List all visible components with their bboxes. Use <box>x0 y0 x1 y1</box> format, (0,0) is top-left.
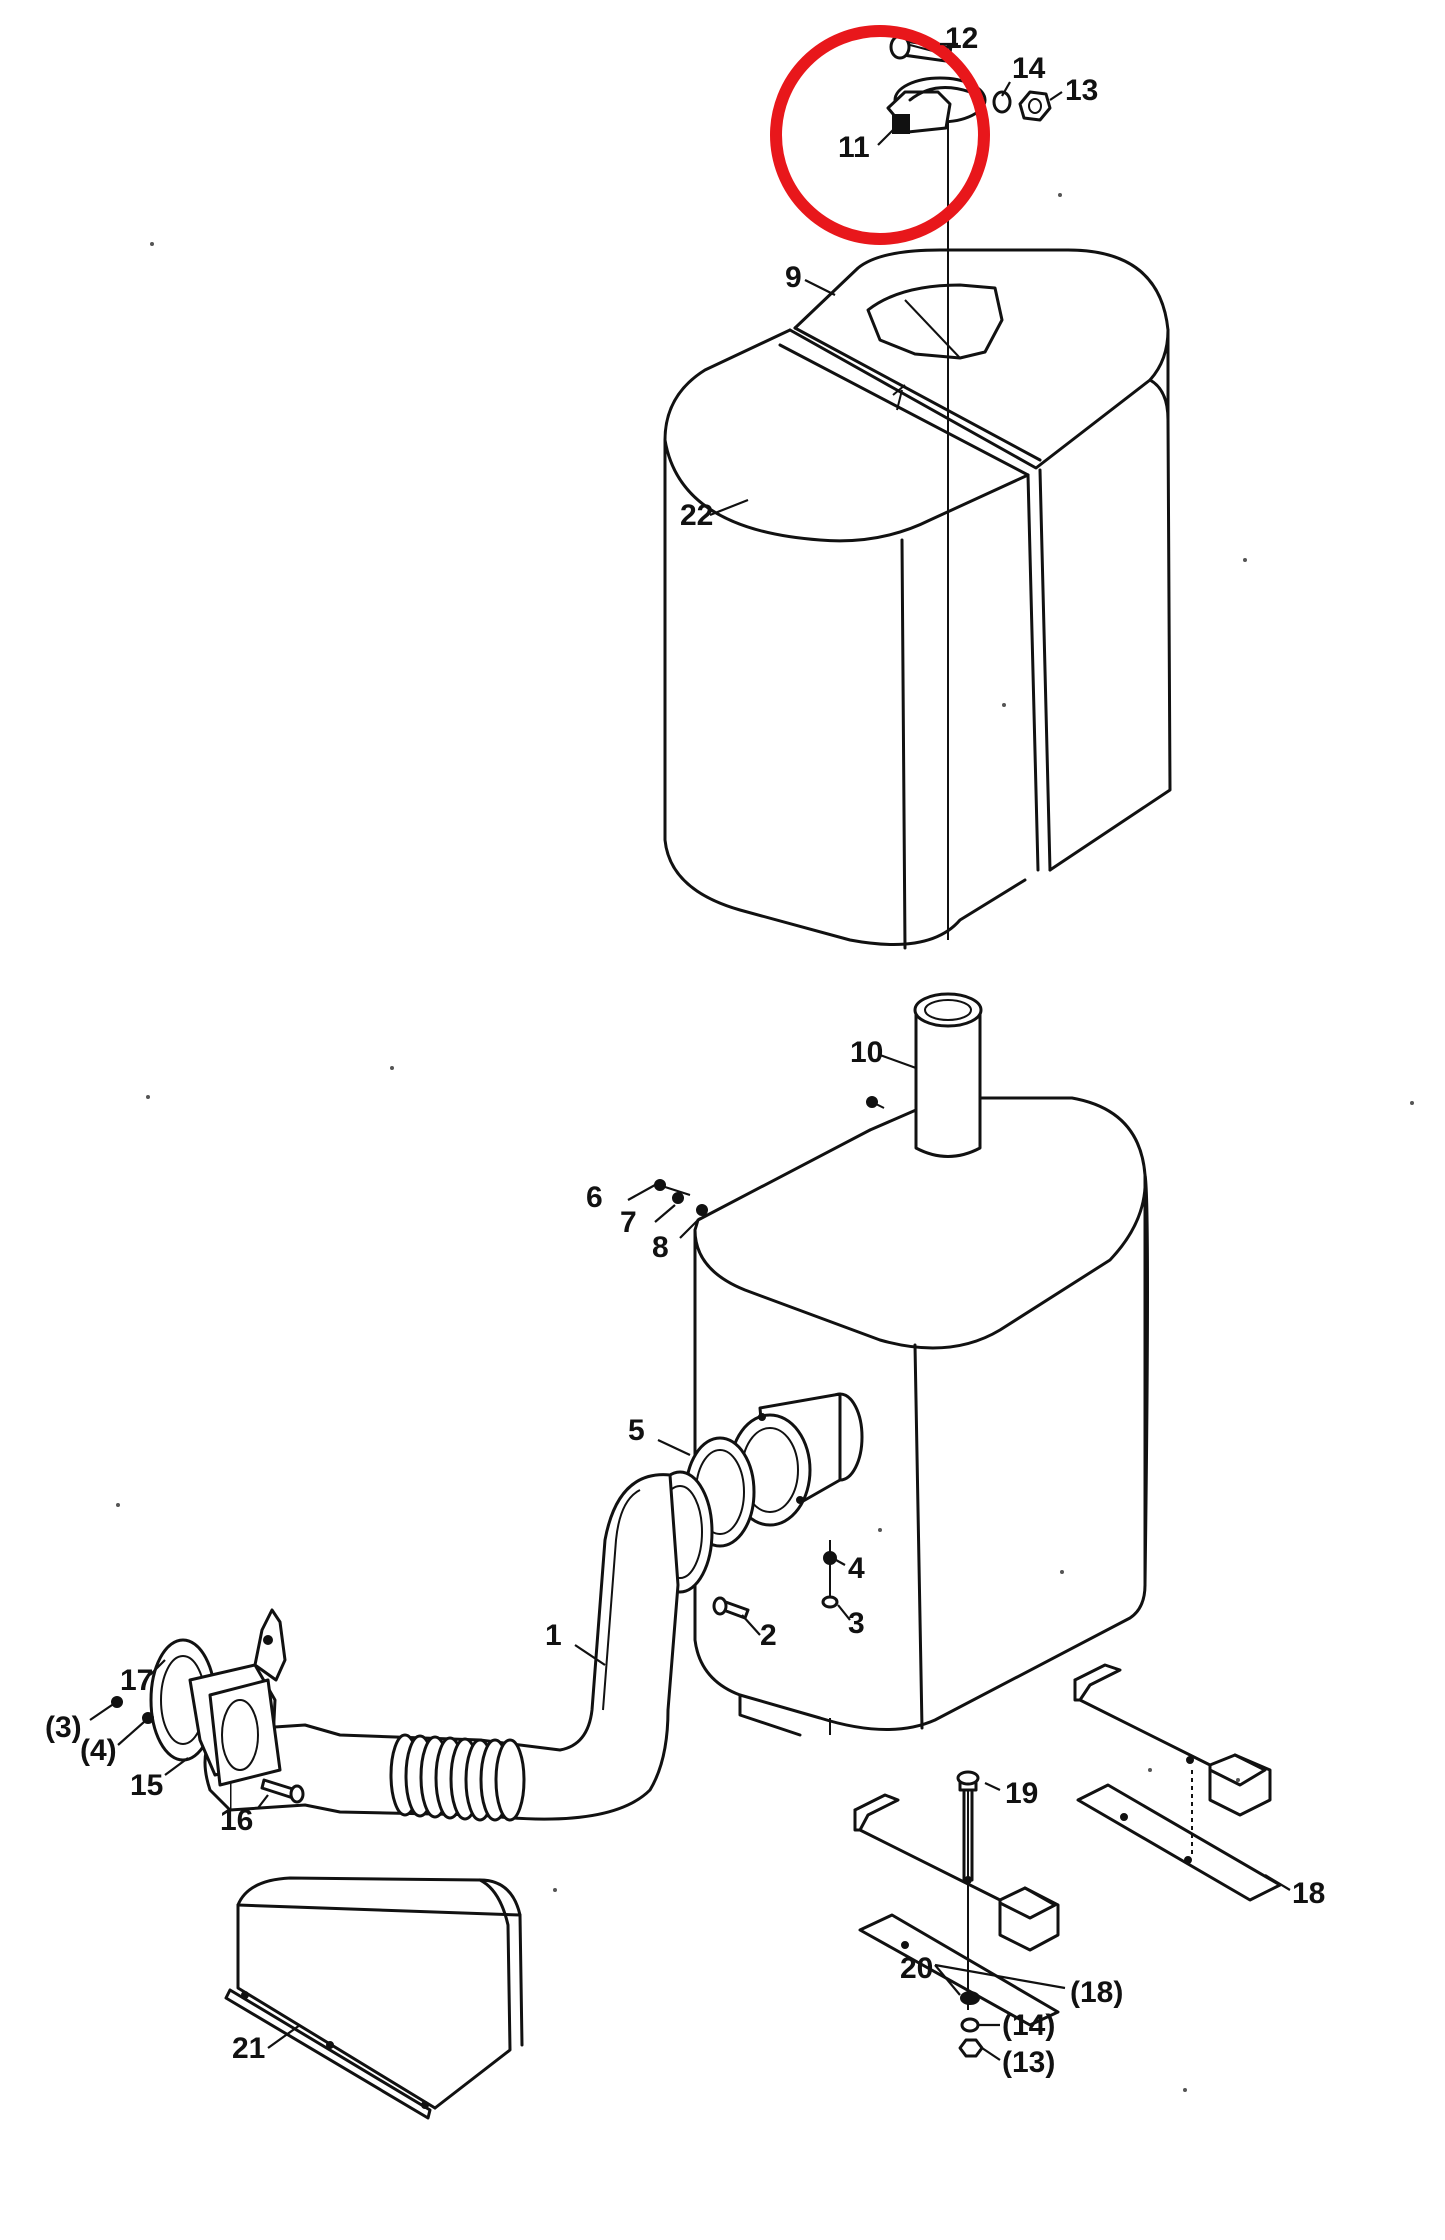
callout-6: 6 <box>586 1181 603 1214</box>
callout-14-ref: (14) <box>1002 2009 1055 2042</box>
callout-12: 12 <box>945 22 978 55</box>
callout-2: 2 <box>760 1619 777 1652</box>
callout-16: 16 <box>220 1804 253 1837</box>
callout-18-ref: (18) <box>1070 1976 1123 2009</box>
callout-14: 14 <box>1012 52 1046 85</box>
muffler-body <box>693 1096 1149 1737</box>
callout-4: 4 <box>848 1552 865 1585</box>
callout-13-ref: (13) <box>1002 2046 1055 2079</box>
callout-19: 19 <box>1005 1777 1038 1810</box>
callout-18: 18 <box>1292 1877 1325 1910</box>
paper-specks <box>116 193 1414 2092</box>
callout-3-ref: (3) <box>45 1711 82 1744</box>
callout-4-ref: (4) <box>80 1734 117 1767</box>
leader-lines <box>89 42 1291 2061</box>
callout-8: 8 <box>652 1231 669 1264</box>
bolt-19-stack <box>956 1770 984 2058</box>
callout-13: 13 <box>1065 74 1098 107</box>
callout-3: 3 <box>848 1607 865 1640</box>
exhaust-pipe-10 <box>866 992 983 1158</box>
left-flange-assembly <box>111 1608 305 1804</box>
callout-7: 7 <box>620 1206 637 1239</box>
callout-1: 1 <box>545 1619 562 1652</box>
callout-21: 21 <box>232 2032 265 2065</box>
bellows <box>389 1733 526 1822</box>
callout-15: 15 <box>130 1769 163 1802</box>
highlight-circle <box>770 25 990 245</box>
callout-labels: 12 14 13 11 9 22 10 6 7 8 5 4 2 3 1 17 (… <box>45 22 1325 2079</box>
heat-shield-21 <box>224 1876 524 2120</box>
callout-22: 22 <box>680 499 713 532</box>
small-hardware-6-7-8 <box>654 1179 708 1216</box>
upper-tank-cover <box>663 248 1172 950</box>
bracket-18-right <box>1073 1663 1282 1902</box>
callout-17: 17 <box>120 1664 153 1697</box>
callout-9: 9 <box>785 261 802 294</box>
callout-20: 20 <box>900 1952 933 1985</box>
callout-11: 11 <box>838 131 870 164</box>
hardware-4-3 <box>712 1540 839 1620</box>
callout-5: 5 <box>628 1414 645 1447</box>
callout-10: 10 <box>850 1036 883 1069</box>
